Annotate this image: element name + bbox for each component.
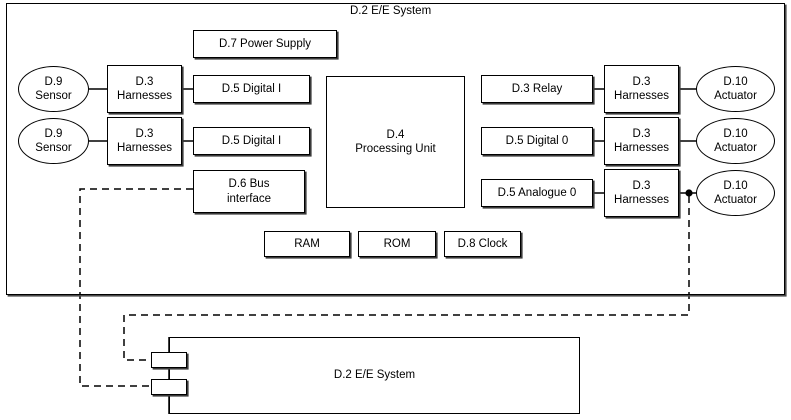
output-harness-3[interactable]: D.3 Harnesses	[604, 169, 679, 217]
sensor-2-line2: Sensor	[35, 142, 72, 154]
outer-system-title: D.2 E/E System	[350, 5, 432, 17]
actuator-3[interactable]: D.10 Actuator	[696, 170, 775, 216]
actuator-1-line1: D.10	[723, 75, 748, 88]
output-interface-digital-0[interactable]: D.5 Digital 0	[481, 127, 593, 155]
actuator-2[interactable]: D.10 Actuator	[696, 118, 775, 164]
input-harness-1-line1: D.3	[135, 75, 154, 88]
processing-unit-line1: D.4	[386, 128, 405, 141]
outer-system-boundary	[6, 3, 785, 295]
output-harness-1-line1: D.3	[632, 75, 651, 88]
output-harness-1[interactable]: D.3 Harnesses	[604, 65, 679, 113]
output-harness-2-line1: D.3	[632, 127, 651, 140]
output-interface-digital-0-label: D.5 Digital 0	[505, 134, 569, 147]
output-interface-analogue-0[interactable]: D.5 Analogue 0	[481, 179, 593, 207]
processing-unit-box[interactable]: D.4 Processing Unit	[326, 76, 465, 208]
bottom-system-label: D.2 E/E System	[333, 369, 416, 382]
memory-ram-box[interactable]: RAM	[264, 231, 350, 257]
input-interface-digital-2[interactable]: D.5 Digital I	[193, 127, 310, 155]
dashed-bus-right-path	[123, 196, 690, 361]
input-harness-2-line1: D.3	[135, 127, 154, 140]
bus-interface-line2: interface	[226, 192, 272, 205]
actuator-2-line2: Actuator	[714, 142, 757, 154]
output-harness-2-line2: Harnesses	[614, 142, 669, 154]
processing-unit-line2: Processing Unit	[355, 143, 436, 155]
input-harness-1-line2: Harnesses	[117, 90, 172, 102]
input-interface-digital-1-label: D.5 Digital I	[221, 82, 282, 95]
output-interface-relay[interactable]: D.3 Relay	[481, 75, 593, 103]
input-interface-digital-1[interactable]: D.5 Digital I	[193, 75, 310, 103]
output-harness-3-line1: D.3	[632, 179, 651, 192]
output-interface-analogue-0-label: D.5 Analogue 0	[497, 186, 577, 199]
memory-rom-label: ROM	[383, 237, 411, 250]
input-harness-2-line2: Harnesses	[117, 142, 172, 154]
actuator-3-line1: D.10	[723, 179, 748, 192]
input-harness-2[interactable]: D.3 Harnesses	[107, 117, 182, 165]
power-supply-box[interactable]: D.7 Power Supply	[193, 30, 337, 58]
actuator-1[interactable]: D.10 Actuator	[696, 66, 775, 112]
sensor-2-line1: D.9	[44, 127, 63, 140]
output-interface-relay-label: D.3 Relay	[511, 82, 563, 95]
sensor-1[interactable]: D.9 Sensor	[18, 66, 89, 112]
actuator-3-line2: Actuator	[714, 194, 757, 206]
junction-dot	[685, 189, 693, 197]
memory-rom-box[interactable]: ROM	[358, 231, 436, 257]
clock-label: D.8 Clock	[457, 237, 508, 250]
sensor-2[interactable]: D.9 Sensor	[18, 118, 89, 164]
input-harness-1[interactable]: D.3 Harnesses	[107, 65, 182, 113]
connector-block-2[interactable]	[151, 379, 187, 395]
output-harness-2[interactable]: D.3 Harnesses	[604, 117, 679, 165]
output-harness-3-line2: Harnesses	[614, 194, 669, 206]
bus-interface-box[interactable]: D.6 Bus interface	[193, 170, 305, 213]
sensor-1-line2: Sensor	[35, 90, 72, 102]
input-interface-digital-2-label: D.5 Digital I	[221, 134, 282, 147]
bus-interface-line1: D.6 Bus	[228, 178, 270, 191]
bottom-system-box[interactable]: D.2 E/E System	[169, 337, 580, 414]
memory-ram-label: RAM	[294, 237, 320, 250]
power-supply-label: D.7 Power Supply	[218, 37, 312, 50]
output-harness-1-line2: Harnesses	[614, 90, 669, 102]
sensor-1-line1: D.9	[44, 75, 63, 88]
actuator-2-line1: D.10	[723, 127, 748, 140]
actuator-1-line2: Actuator	[714, 90, 757, 102]
connector-block-1[interactable]	[151, 352, 187, 368]
clock-box[interactable]: D.8 Clock	[444, 231, 521, 257]
